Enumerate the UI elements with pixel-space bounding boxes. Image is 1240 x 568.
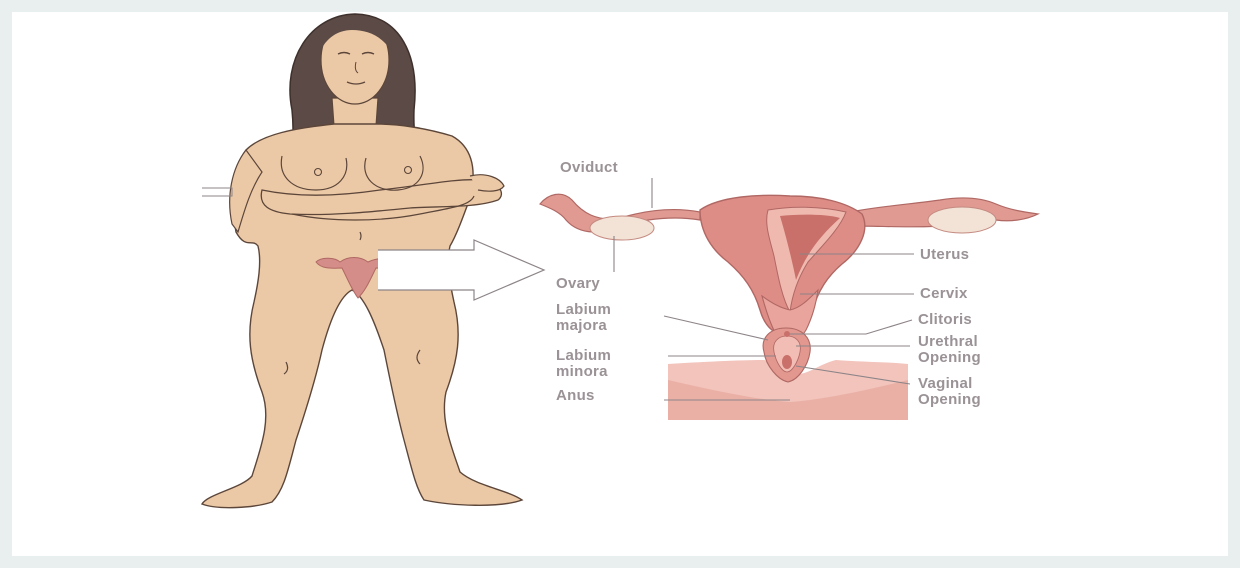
figure-pointer-stub [202,188,232,196]
label-vaginal-opening-line1: Vaginal [918,376,973,391]
label-vaginal-opening-line2: Opening [918,392,981,407]
label-anus: Anus [556,388,595,403]
clitoris-mark [784,331,790,337]
vaginal-opening-mark [782,355,792,369]
label-uterus: Uterus [920,247,969,262]
label-urethral-opening-line1: Urethral [918,334,978,349]
label-cervix: Cervix [920,286,968,301]
label-clitoris: Clitoris [918,312,972,327]
label-labium-majora-line1: Labium [556,302,611,317]
labium-majora-leader [664,316,768,340]
right-ovary [928,207,996,233]
label-labium-minora-line1: Labium [556,348,611,363]
label-ovary: Ovary [556,276,600,291]
label-urethral-opening-line2: Opening [918,350,981,365]
label-labium-minora-line2: minora [556,364,608,379]
left-ovary [590,216,654,240]
female-figure [202,14,544,508]
label-oviduct: Oviduct [560,160,618,175]
label-labium-majora-line2: majora [556,318,607,333]
